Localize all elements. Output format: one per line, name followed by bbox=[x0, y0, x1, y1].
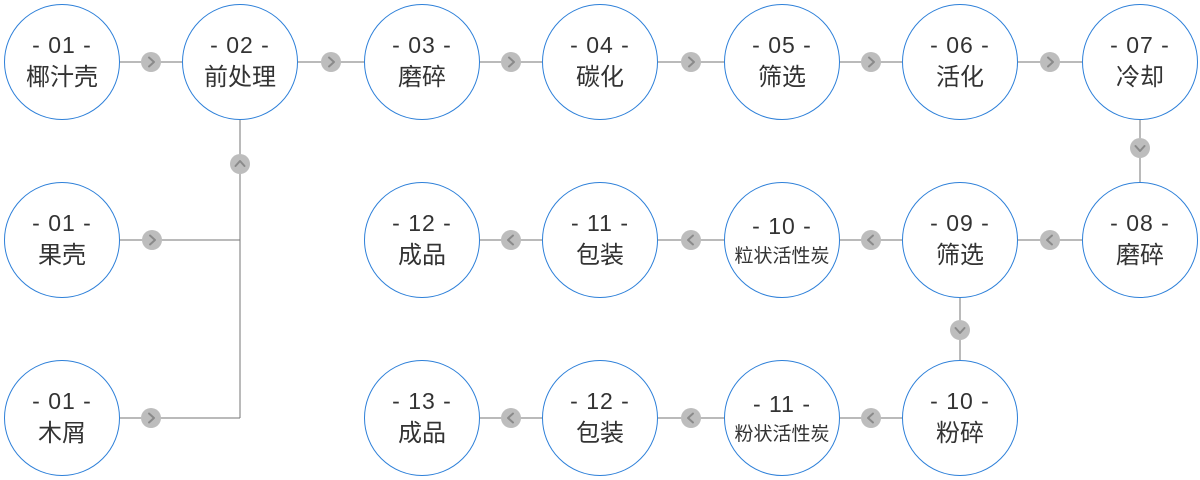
node-step-number: - 02 - bbox=[210, 32, 270, 58]
node-step-number: - 10 - bbox=[930, 388, 990, 414]
chevron-left-icon bbox=[861, 230, 881, 250]
node-step-number: - 08 - bbox=[1110, 210, 1170, 236]
node-label: 粒状活性炭 bbox=[734, 245, 830, 267]
flow-node-raw-coconut-shell: - 01 - 椰汁壳 bbox=[4, 4, 120, 120]
node-step-number: - 06 - bbox=[930, 32, 990, 58]
flow-node-carbonization: - 04 - 碳化 bbox=[542, 4, 658, 120]
flow-node-pretreatment: - 02 - 前处理 bbox=[182, 4, 298, 120]
node-label: 果壳 bbox=[38, 242, 86, 269]
node-step-number: - 01 - bbox=[32, 210, 92, 236]
node-label: 木屑 bbox=[38, 420, 86, 447]
chevron-right-icon bbox=[141, 408, 161, 428]
flow-node-activation: - 06 - 活化 bbox=[902, 4, 1018, 120]
chevron-left-icon bbox=[1040, 230, 1060, 250]
flow-node-finished-product-powder: - 13 - 成品 bbox=[364, 360, 480, 476]
chevron-right-icon bbox=[321, 52, 341, 72]
flow-node-powder-activated-carbon: - 11 - 粉状活性炭 bbox=[724, 360, 840, 476]
node-step-number: - 11 - bbox=[753, 390, 811, 417]
flow-node-screening-1: - 05 - 筛选 bbox=[724, 4, 840, 120]
chevron-right-icon bbox=[1040, 52, 1060, 72]
node-step-number: - 05 - bbox=[752, 32, 812, 58]
chevron-up-icon bbox=[230, 154, 250, 174]
node-label: 前处理 bbox=[204, 64, 276, 91]
flow-node-packaging-granular: - 11 - 包装 bbox=[542, 182, 658, 298]
node-label: 筛选 bbox=[936, 242, 984, 269]
chevron-left-icon bbox=[501, 230, 521, 250]
node-step-number: - 12 - bbox=[392, 210, 452, 236]
chevron-left-icon bbox=[681, 230, 701, 250]
chevron-left-icon bbox=[861, 408, 881, 428]
node-label: 成品 bbox=[398, 420, 446, 447]
flow-node-cooling: - 07 - 冷却 bbox=[1082, 4, 1198, 120]
node-step-number: - 03 - bbox=[392, 32, 452, 58]
flow-node-pulverizing: - 10 - 粉碎 bbox=[902, 360, 1018, 476]
flow-node-raw-nut-shell: - 01 - 果壳 bbox=[4, 182, 120, 298]
node-label: 包装 bbox=[576, 242, 624, 269]
node-step-number: - 01 - bbox=[32, 388, 92, 414]
flow-node-packaging-powder: - 12 - 包装 bbox=[542, 360, 658, 476]
node-step-number: - 04 - bbox=[570, 32, 630, 58]
flow-node-raw-sawdust: - 01 - 木屑 bbox=[4, 360, 120, 476]
node-step-number: - 10 - bbox=[752, 212, 812, 239]
node-label: 粉状活性炭 bbox=[734, 423, 830, 445]
chevron-right-icon bbox=[142, 230, 162, 250]
node-step-number: - 01 - bbox=[32, 32, 92, 58]
chevron-down-icon bbox=[950, 320, 970, 340]
node-label: 筛选 bbox=[758, 64, 806, 91]
node-step-number: - 07 - bbox=[1110, 32, 1170, 58]
chevron-left-icon bbox=[501, 408, 521, 428]
chevron-right-icon bbox=[141, 52, 161, 72]
node-label: 椰汁壳 bbox=[26, 64, 98, 91]
flow-node-finished-product-granular: - 12 - 成品 bbox=[364, 182, 480, 298]
chevron-right-icon bbox=[501, 52, 521, 72]
node-step-number: - 11 - bbox=[571, 210, 629, 236]
chevron-right-icon bbox=[681, 52, 701, 72]
flow-node-granular-activated-carbon: - 10 - 粒状活性炭 bbox=[724, 182, 840, 298]
node-label: 磨碎 bbox=[398, 64, 446, 91]
flow-node-screening-2: - 09 - 筛选 bbox=[902, 182, 1018, 298]
node-label: 成品 bbox=[398, 242, 446, 269]
node-step-number: - 13 - bbox=[392, 388, 452, 414]
node-step-number: - 09 - bbox=[930, 210, 990, 236]
flow-node-grinding-1: - 03 - 磨碎 bbox=[364, 4, 480, 120]
chevron-right-icon bbox=[861, 52, 881, 72]
flow-node-grinding-2: - 08 - 磨碎 bbox=[1082, 182, 1198, 298]
node-step-number: - 12 - bbox=[570, 388, 630, 414]
node-label: 粉碎 bbox=[936, 420, 984, 447]
node-label: 包装 bbox=[576, 420, 624, 447]
chevron-down-icon bbox=[1130, 138, 1150, 158]
node-label: 冷却 bbox=[1116, 64, 1164, 91]
node-label: 磨碎 bbox=[1116, 242, 1164, 269]
chevron-left-icon bbox=[681, 408, 701, 428]
node-label: 碳化 bbox=[576, 64, 624, 91]
node-label: 活化 bbox=[936, 64, 984, 91]
